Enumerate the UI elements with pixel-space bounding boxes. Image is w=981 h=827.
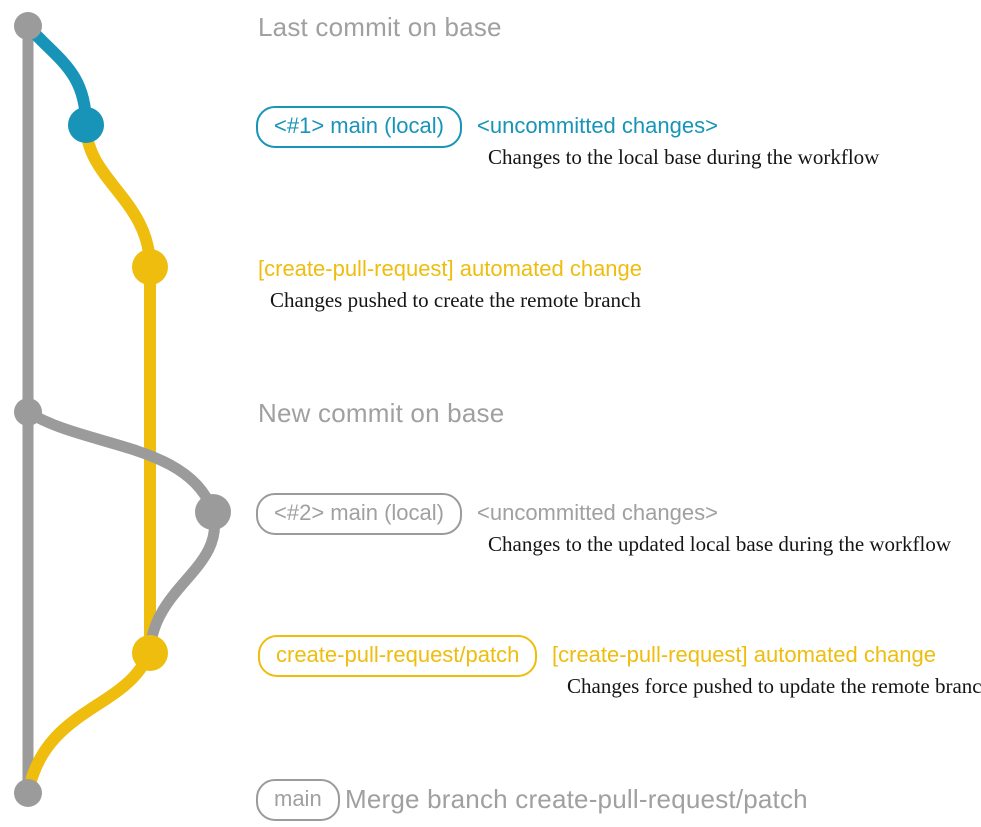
main-local-1-status: <uncommitted changes> xyxy=(477,113,718,138)
automated-change-1-title: [create-pull-request] automated change xyxy=(258,256,643,281)
commit-node-main-local-1 xyxy=(68,107,104,143)
automated-change-2-caption: Changes force pushed to update the remot… xyxy=(567,674,981,698)
main-local-2-status: <uncommitted changes> xyxy=(477,500,718,525)
new-commit-title: New commit on base xyxy=(258,398,505,428)
merge-title: Merge branch create-pull-request/patch xyxy=(345,784,808,814)
main-local-1-badge-label: <#1> main (local) xyxy=(256,106,462,148)
main-local-1-caption: Changes to the local base during the wor… xyxy=(488,145,880,169)
last-commit-title: Last commit on base xyxy=(258,12,502,42)
automated-change-2-title: [create-pull-request] automated change xyxy=(552,642,937,667)
commit-node-last-base xyxy=(14,12,42,40)
commit-node-main-local-2 xyxy=(195,494,231,530)
main-local-2-badge: <#2> main (local) xyxy=(256,493,462,535)
commit-node-merge xyxy=(14,779,42,807)
commit-node-new-base xyxy=(14,398,42,426)
patch-branch-line xyxy=(22,119,156,799)
commit-node-automated-change-1 xyxy=(132,249,168,285)
merge-badge: main xyxy=(256,779,340,821)
patch-branch-badge-label: create-pull-request/patch xyxy=(258,635,538,677)
merge-badge-label: main xyxy=(256,779,340,821)
main-local-2-badge-label: <#2> main (local) xyxy=(256,493,462,535)
main-local-2-caption: Changes to the updated local base during… xyxy=(488,532,952,556)
rebase-curve-line xyxy=(22,406,221,656)
automated-change-1-caption: Changes pushed to create the remote bran… xyxy=(270,288,641,312)
commit-node-automated-change-2 xyxy=(132,635,168,671)
main-local-1-badge: <#1> main (local) xyxy=(256,106,462,148)
patch-branch-badge: create-pull-request/patch xyxy=(258,635,538,677)
